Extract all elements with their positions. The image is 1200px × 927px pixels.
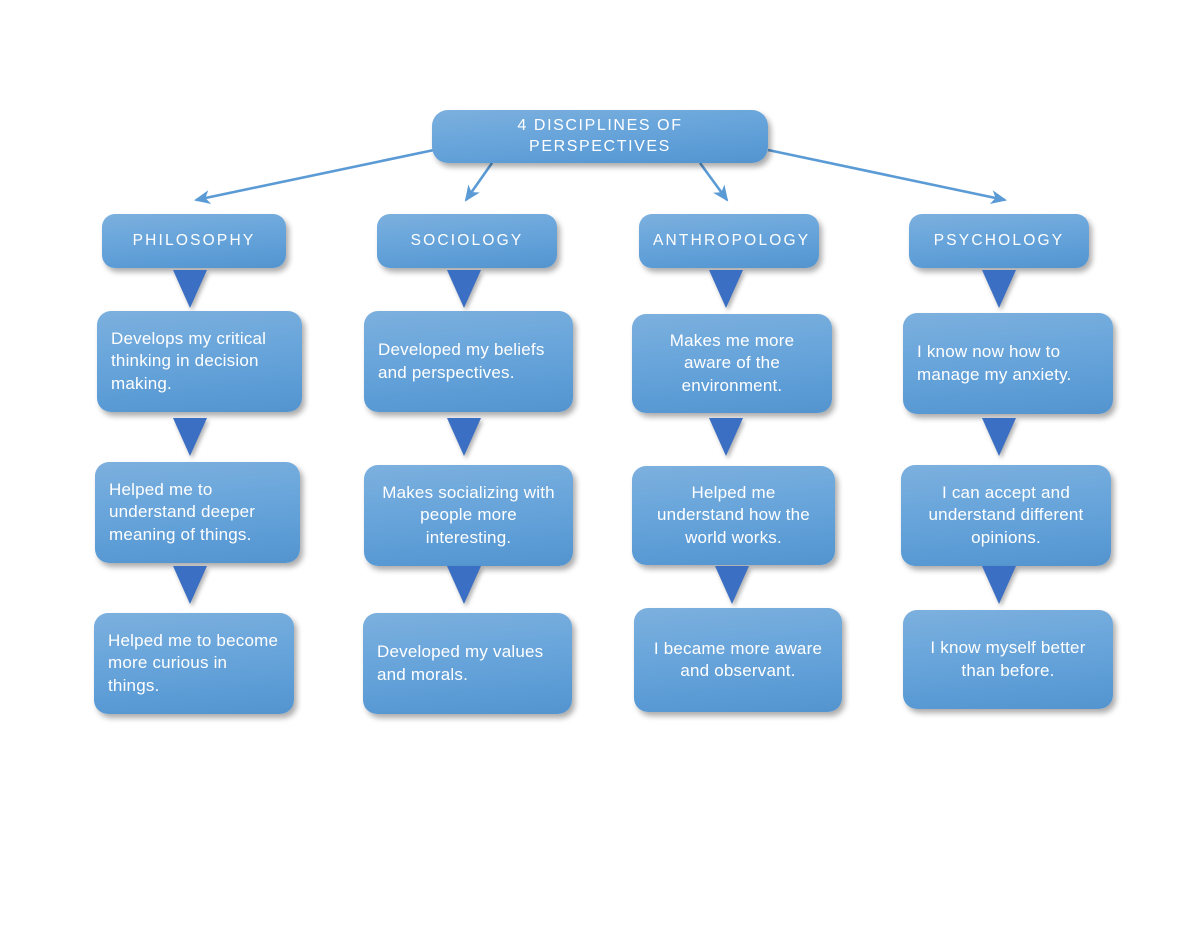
discipline-label-philosophy: PHILOSOPHY — [132, 231, 256, 249]
triangle-arrow-sociology-1 — [447, 270, 481, 308]
discipline-label-psychology: PSYCHOLOGY — [933, 231, 1065, 249]
item-label-psychology-2: I can accept and understand different op… — [928, 483, 1084, 547]
triangle-arrow-psychology-3 — [982, 566, 1016, 604]
triangle-arrow-sociology-3 — [447, 566, 481, 604]
triangle-arrow-anthropology-1 — [709, 270, 743, 308]
item-node-psychology-2[interactable]: I can accept and understand different op… — [901, 465, 1111, 566]
item-node-psychology-3[interactable]: I know myself better than before. — [903, 610, 1113, 709]
item-label-sociology-1: Developed my beliefs and perspectives. — [378, 340, 545, 382]
item-node-philosophy-1[interactable]: Develops my critical thinking in decisio… — [97, 311, 302, 412]
item-node-sociology-2[interactable]: Makes socializing with people more inter… — [364, 465, 573, 566]
item-node-psychology-1[interactable]: I know now how to manage my anxiety. — [903, 313, 1113, 414]
root-node-label: 4 DISCIPLINES OF PERSPECTIVES — [517, 116, 683, 155]
item-label-anthropology-2: Helped me understand how the world works… — [657, 483, 810, 547]
item-node-anthropology-3[interactable]: I became more aware and observant. — [634, 608, 842, 712]
triangle-arrow-philosophy-3 — [173, 566, 207, 604]
arrow-root-to-sociology — [464, 162, 494, 202]
item-node-philosophy-2[interactable]: Helped me to understand deeper meaning o… — [95, 462, 300, 563]
discipline-node-psychology[interactable]: PSYCHOLOGY — [909, 214, 1089, 268]
triangle-arrow-philosophy-1 — [173, 270, 207, 308]
item-label-philosophy-1: Develops my critical thinking in decisio… — [111, 329, 267, 393]
discipline-node-philosophy[interactable]: PHILOSOPHY — [102, 214, 286, 268]
item-label-anthropology-1: Makes me more aware of the environment. — [669, 331, 795, 395]
item-label-psychology-3: I know myself better than before. — [930, 638, 1086, 680]
item-label-psychology-1: I know now how to manage my anxiety. — [917, 342, 1072, 384]
triangle-arrow-anthropology-3 — [715, 566, 749, 604]
item-node-sociology-1[interactable]: Developed my beliefs and perspectives. — [364, 311, 573, 412]
discipline-label-anthropology: ANTHROPOLOGY — [653, 231, 811, 249]
triangle-arrow-anthropology-2 — [709, 418, 743, 456]
triangle-arrow-psychology-2 — [982, 418, 1016, 456]
item-label-philosophy-2: Helped me to understand deeper meaning o… — [109, 480, 256, 544]
arrow-root-to-psychology — [767, 148, 1008, 204]
item-label-sociology-3: Developed my values and morals. — [377, 642, 544, 684]
root-node[interactable]: 4 DISCIPLINES OF PERSPECTIVES — [432, 110, 768, 163]
item-node-sociology-3[interactable]: Developed my values and morals. — [363, 613, 572, 714]
discipline-node-anthropology[interactable]: ANTHROPOLOGY — [639, 214, 819, 268]
item-label-anthropology-3: I became more aware and observant. — [653, 638, 823, 680]
item-label-sociology-2: Makes socializing with people more inter… — [382, 483, 555, 547]
discipline-node-sociology[interactable]: SOCIOLOGY — [377, 214, 557, 268]
item-node-philosophy-3[interactable]: Helped me to become more curious in thin… — [94, 613, 294, 714]
triangle-arrow-philosophy-2 — [173, 418, 207, 456]
item-node-anthropology-1[interactable]: Makes me more aware of the environment. — [632, 314, 832, 413]
item-label-philosophy-3: Helped me to become more curious in thin… — [108, 631, 279, 695]
arrow-root-to-anthropology — [698, 162, 729, 202]
triangle-arrow-psychology-1 — [982, 270, 1016, 308]
triangle-arrow-sociology-2 — [447, 418, 481, 456]
item-node-anthropology-2[interactable]: Helped me understand how the world works… — [632, 466, 835, 565]
arrow-root-to-philosophy — [193, 148, 435, 204]
discipline-label-sociology: SOCIOLOGY — [410, 231, 524, 249]
